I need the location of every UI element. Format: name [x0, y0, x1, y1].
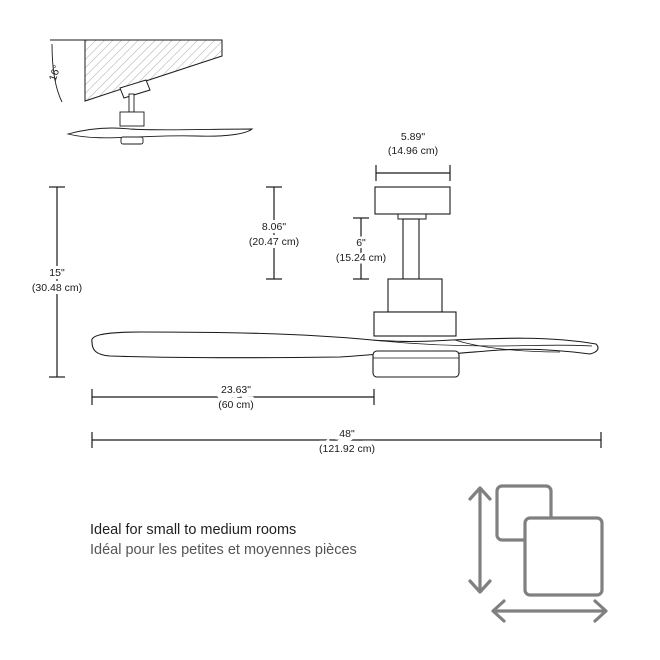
canopy-width-imperial: 5.89" [401, 131, 425, 143]
caption-french: Idéal pour les petites et moyennes pièce… [90, 542, 357, 558]
mini-downrod [128, 93, 135, 113]
dim-span [91, 432, 602, 448]
dim-motor-height [266, 186, 282, 280]
downrod [402, 218, 420, 280]
motor-height-metric: (20.47 cm) [249, 236, 299, 248]
dim-downrod [353, 217, 369, 280]
blade-radius-imperial: 23.63" [221, 384, 251, 396]
canopy [374, 186, 451, 215]
total-height-metric: (30.48 cm) [32, 282, 82, 294]
downrod-metric: (15.24 cm) [336, 252, 386, 264]
span-imperial: 48" [339, 428, 355, 440]
dim-blade-radius [91, 389, 375, 405]
fan-side-view [91, 186, 599, 378]
angle-label: 16° [47, 64, 63, 83]
mini-blades [66, 127, 254, 139]
mini-motor [119, 111, 145, 127]
room-size-icon [468, 484, 608, 623]
mini-light [120, 136, 144, 145]
sloped-ceiling [84, 39, 223, 102]
span-metric: (121.92 cm) [319, 443, 375, 455]
canopy-width-metric: (14.96 cm) [388, 145, 438, 157]
dim-canopy-width [375, 165, 451, 181]
caption-english: Ideal for small to medium rooms [90, 522, 297, 538]
angle-arc [51, 43, 63, 103]
total-height-imperial: 15" [49, 267, 65, 279]
downrod-imperial: 6" [356, 237, 366, 249]
motor-housing [387, 278, 443, 313]
dim-total-height [49, 186, 65, 378]
motor-band [373, 311, 457, 337]
sloped-ceiling-view: 16° [47, 39, 254, 145]
fan-blades [91, 331, 599, 359]
blade-radius-metric: (60 cm) [218, 399, 254, 411]
downrod-collar [397, 213, 427, 220]
sloped-mount [119, 79, 151, 99]
light-kit [372, 350, 460, 378]
motor-height-imperial: 8.06" [262, 221, 286, 233]
